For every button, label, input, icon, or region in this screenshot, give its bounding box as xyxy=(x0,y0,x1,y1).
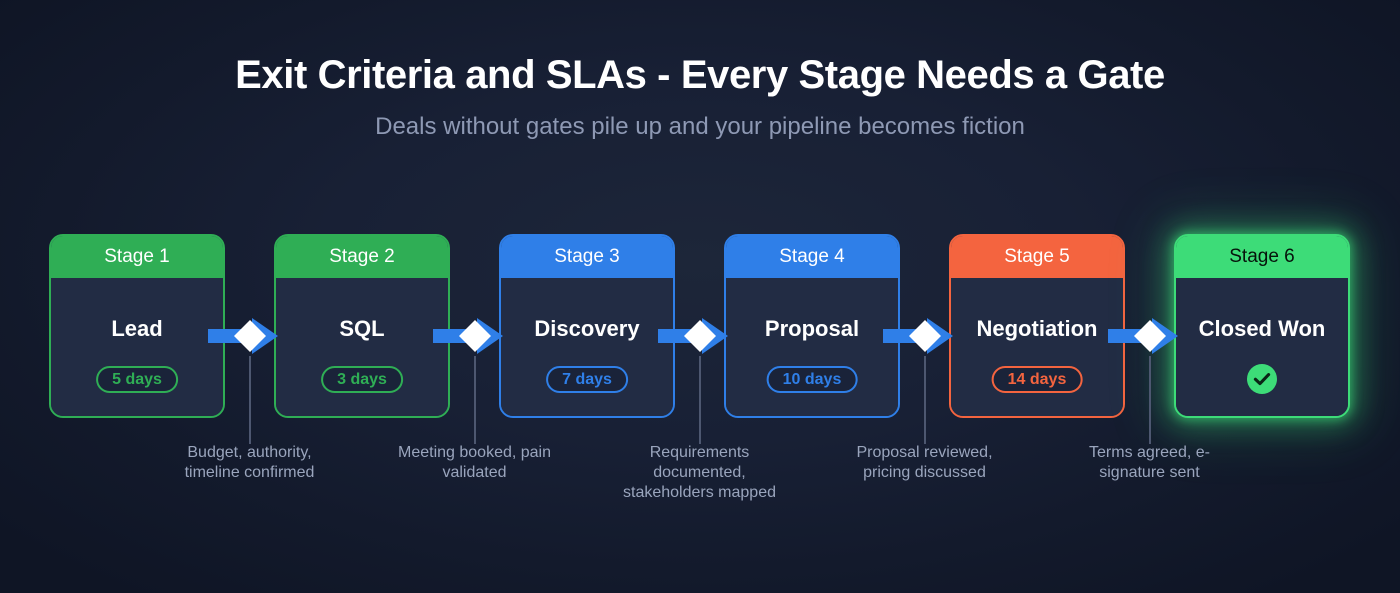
gate-connector-line xyxy=(473,356,476,444)
stage-name-label: Closed Won xyxy=(1198,316,1326,341)
stage-slot: Stage 1 Lead 5 days xyxy=(49,234,225,418)
exit-criteria-label: Terms agreed, e-signature sent xyxy=(1089,444,1210,481)
stage-number-label: Stage 6 xyxy=(1176,236,1348,278)
stage-number-label: Stage 1 xyxy=(51,236,223,278)
pipeline-rail: Stage 1 Lead 5 days Stage 2 SQL 3 days Stage 3… xyxy=(0,234,1400,534)
sla-badge: 10 days xyxy=(766,366,858,393)
stage-card[interactable]: Stage 3 Discovery 7 days xyxy=(499,234,675,418)
stage-number-label: Stage 4 xyxy=(726,236,898,278)
stage-number-label: Stage 2 xyxy=(276,236,448,278)
gate-connector-line xyxy=(248,356,251,444)
stage-name-label: Discovery xyxy=(534,316,640,341)
stage-slot: Stage 3 Discovery 7 days xyxy=(499,234,675,418)
stage-card-body: Closed Won xyxy=(1176,278,1348,416)
stage-card-body: Negotiation 14 days xyxy=(951,278,1123,416)
stage-name-label: Negotiation xyxy=(976,316,1098,341)
gate-connector-line xyxy=(1148,356,1151,444)
stage-name-label: Lead xyxy=(111,316,163,341)
gate-connector-line xyxy=(698,356,701,444)
exit-criteria-label: Requirements documented, stakeholders ma… xyxy=(623,444,776,501)
check-circle-icon xyxy=(1247,364,1277,394)
stage-slot: Stage 2 SQL 3 days xyxy=(274,234,450,418)
stage-card-body: Lead 5 days xyxy=(51,278,223,416)
sla-badge: 5 days xyxy=(96,366,178,393)
exit-criteria-label: Proposal reviewed, pricing discussed xyxy=(856,444,993,481)
page-subtitle: Deals without gates pile up and your pip… xyxy=(375,113,1025,141)
stage-card-body: SQL 3 days xyxy=(276,278,448,416)
exit-criteria-label: Meeting booked, pain validated xyxy=(398,444,551,481)
board-header: Exit Criteria and SLAs - Every Stage Nee… xyxy=(0,52,1400,142)
sla-badge: 3 days xyxy=(321,366,403,393)
stage-slot: Stage 4 Proposal 10 days xyxy=(724,234,900,418)
stage-slot: Stage 6 Closed Won xyxy=(1174,234,1350,418)
stage-card-body: Discovery 7 days xyxy=(501,278,673,416)
stage-card[interactable]: Stage 1 Lead 5 days xyxy=(49,234,225,418)
stage-name-label: SQL xyxy=(339,316,385,341)
stage-card-body: Proposal 10 days xyxy=(726,278,898,416)
sla-badge: 14 days xyxy=(991,366,1083,393)
stage-number-label: Stage 3 xyxy=(501,236,673,278)
page-title: Exit Criteria and SLAs - Every Stage Nee… xyxy=(235,53,1165,97)
stage-card[interactable]: Stage 6 Closed Won xyxy=(1174,234,1350,418)
stage-number-label: Stage 5 xyxy=(951,236,1123,278)
gate-connector-line xyxy=(923,356,926,444)
stage-card[interactable]: Stage 5 Negotiation 14 days xyxy=(949,234,1125,418)
sla-badge: 7 days xyxy=(546,366,628,393)
stage-card[interactable]: Stage 2 SQL 3 days xyxy=(274,234,450,418)
stage-name-label: Proposal xyxy=(764,316,860,341)
stage-card[interactable]: Stage 4 Proposal 10 days xyxy=(724,234,900,418)
exit-criteria-label: Budget, authority, timeline confirmed xyxy=(184,444,315,481)
stage-slot: Stage 5 Negotiation 14 days xyxy=(949,234,1125,418)
